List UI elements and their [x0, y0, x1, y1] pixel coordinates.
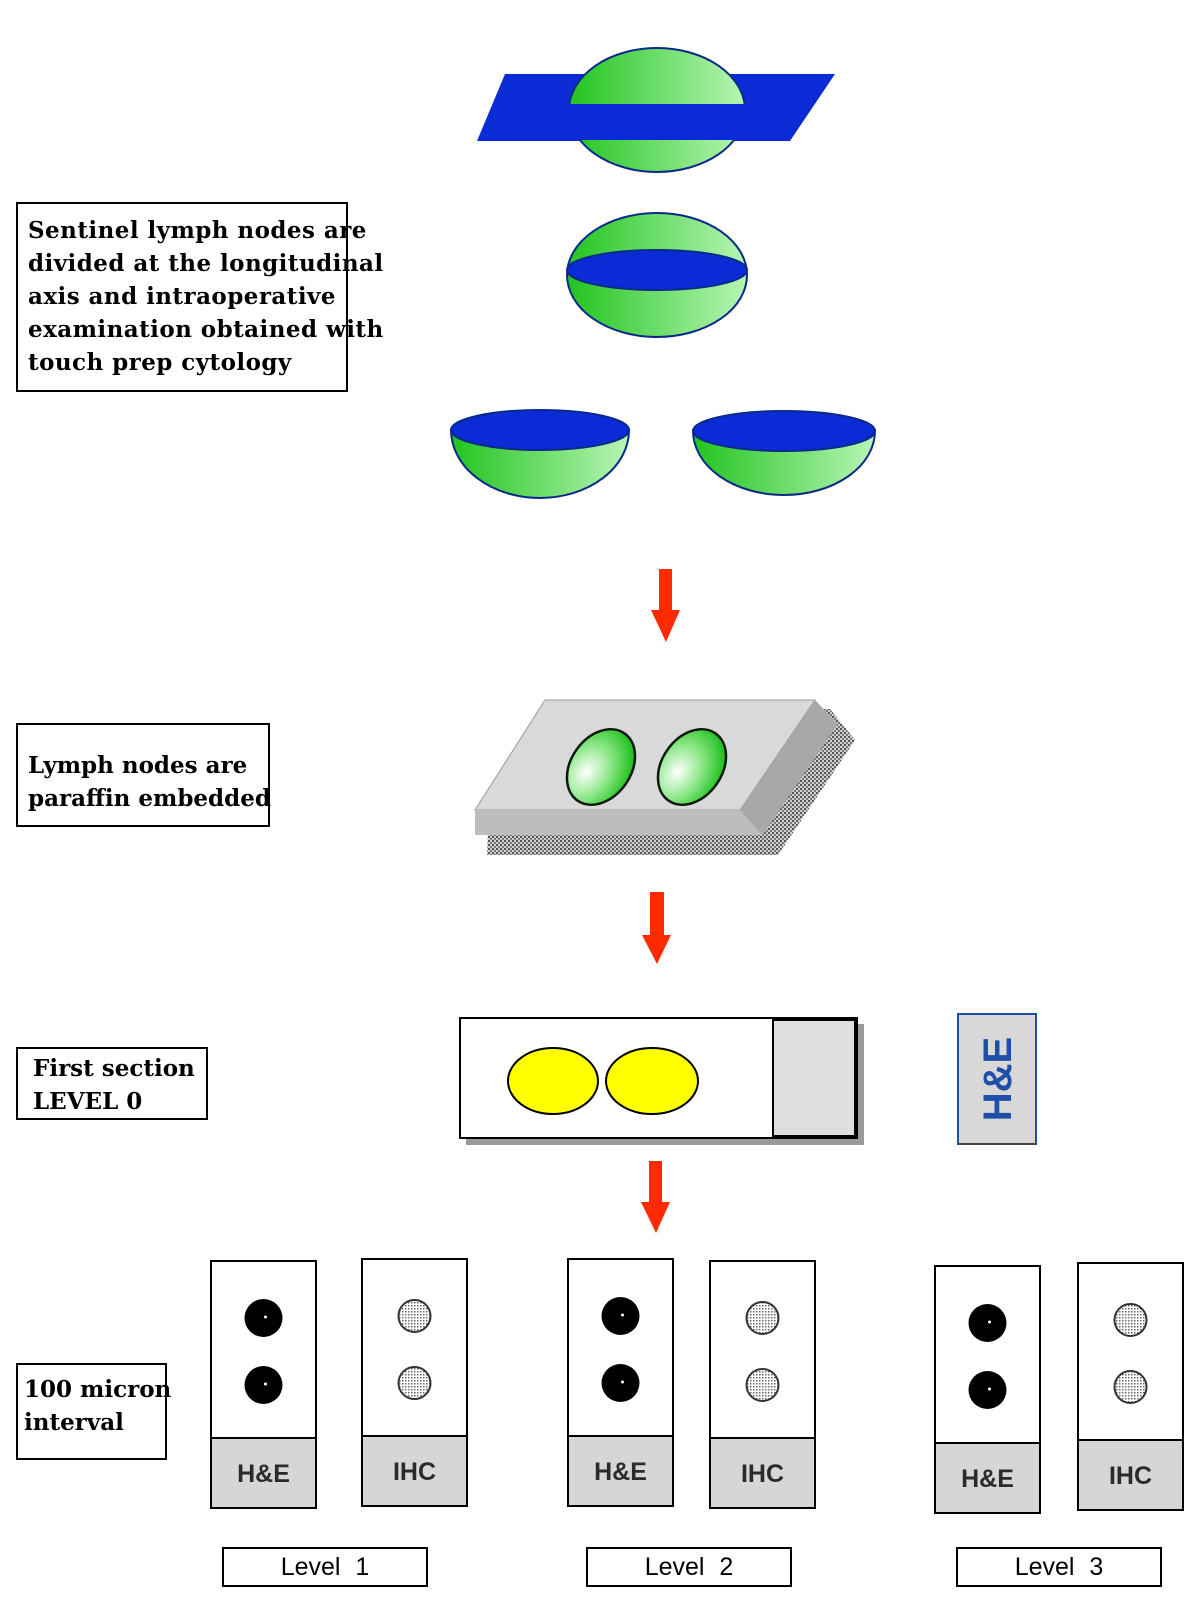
- embedded-node-1: [565, 728, 637, 806]
- caption-line: touch prep cytology: [28, 349, 292, 376]
- slide-stain-label-area: [934, 1442, 1041, 1514]
- level-slide: IHC: [709, 1260, 816, 1509]
- cutting-plane: [477, 74, 835, 141]
- dot-highlight: [988, 1387, 991, 1391]
- dot-highlight: [621, 1380, 624, 1384]
- slide-stain-label: H&E: [594, 1458, 647, 1486]
- level-1-box: Level 1: [222, 1547, 428, 1587]
- caption-line: Lymph nodes are: [28, 752, 248, 779]
- arrow-down-2: [642, 892, 671, 964]
- dot-highlight: [264, 1315, 267, 1319]
- node-with-plane: [477, 47, 835, 173]
- slide-stain-label-area: [567, 1435, 674, 1507]
- caption-line: axis and intraoperative: [28, 283, 336, 310]
- dot-highlight: [621, 1313, 624, 1317]
- slide-stain-label-area: [709, 1437, 816, 1509]
- ihc-section-dot: [397, 1366, 432, 1400]
- tissue-section-2: [605, 1047, 699, 1115]
- glass-slide: [459, 1017, 864, 1145]
- stained-section-dot: [968, 1371, 1007, 1409]
- paraffin-block: [474, 699, 855, 855]
- level-slide: H&E: [210, 1260, 317, 1509]
- arrow-down-1: [651, 569, 680, 642]
- slide-stain-label: IHC: [741, 1460, 784, 1488]
- caption-bisection: Sentinel lymph nodes are divided at the …: [16, 202, 384, 392]
- caption-embedding: Lymph nodes are paraffin embedded: [16, 723, 271, 827]
- ihc-section-dot: [745, 1301, 780, 1335]
- slide-stain-label-area: [1077, 1439, 1184, 1511]
- stained-section-dot: [244, 1299, 283, 1337]
- caption-line: divided at the longitudinal: [28, 250, 384, 277]
- caption-line: LEVEL 0: [33, 1088, 143, 1115]
- node-half-left: [449, 409, 631, 499]
- slide-stain-label: H&E: [237, 1460, 290, 1488]
- level-slide: H&E: [567, 1258, 674, 1507]
- ihc-section-dot: [1113, 1303, 1148, 1337]
- tissue-section-1: [507, 1047, 599, 1115]
- dot-highlight: [264, 1382, 267, 1386]
- ihc-section-dot: [397, 1299, 432, 1333]
- embedded-node-2: [656, 728, 728, 806]
- ihc-section-dot: [745, 1368, 780, 1402]
- caption-line: First section: [33, 1055, 195, 1082]
- dot-highlight: [988, 1320, 991, 1324]
- node-top-half: [568, 47, 746, 104]
- slide-stain-label: IHC: [1109, 1462, 1152, 1490]
- caption-line: 100 micron: [24, 1376, 172, 1403]
- slide-stain-label: IHC: [393, 1458, 436, 1486]
- stained-section-dot: [244, 1366, 283, 1404]
- ihc-section-dot: [1113, 1370, 1148, 1404]
- arrow-down-3: [641, 1161, 670, 1233]
- level-2-box: Level 2: [586, 1547, 792, 1587]
- slide-label-area: [772, 1019, 856, 1137]
- level-3-box: Level 3: [956, 1547, 1162, 1587]
- slide-stain-label-area: [361, 1435, 468, 1507]
- node-bottom-half: [578, 140, 736, 173]
- level-slides: H&E IHC H&E IHC H&E IHC: [210, 1258, 1184, 1514]
- stained-section-dot: [601, 1297, 640, 1335]
- hne-stamp: H&E: [957, 1013, 1037, 1145]
- stained-section-dot: [601, 1364, 640, 1402]
- stained-section-dot: [968, 1304, 1007, 1342]
- hne-stamp-label: H&E: [976, 1037, 1020, 1121]
- caption-line: Sentinel lymph nodes are: [28, 217, 367, 244]
- bisected-node: [566, 212, 748, 338]
- caption-line: interval: [24, 1409, 124, 1436]
- slide-stain-label: H&E: [961, 1465, 1014, 1493]
- cut-surface: [566, 249, 748, 291]
- level-slide: IHC: [1077, 1262, 1184, 1511]
- caption-line: examination obtained with: [28, 316, 384, 343]
- level-slide: H&E: [934, 1265, 1041, 1514]
- caption-line: paraffin embedded: [28, 785, 271, 812]
- caption-interval: 100 micron interval: [16, 1363, 172, 1460]
- node-half-right: [691, 410, 877, 496]
- caption-first-section: First section LEVEL 0: [16, 1047, 208, 1120]
- slide-stain-label-area: [210, 1437, 317, 1509]
- level-slide: IHC: [361, 1258, 468, 1507]
